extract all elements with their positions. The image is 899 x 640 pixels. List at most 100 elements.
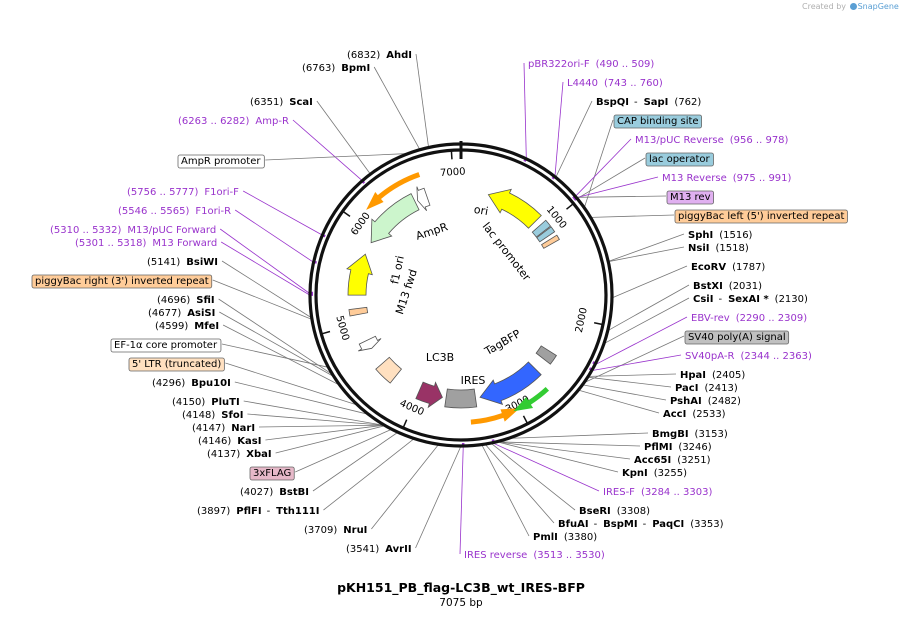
site-label: (5756 .. 5777)F1ori-F (127, 187, 239, 198)
feature-ampr-promoter (416, 186, 431, 211)
tick-label: 7000 (440, 166, 466, 179)
site-label: (6832)AhdI (347, 50, 412, 61)
leader-line (265, 153, 406, 161)
label-part: CsiI (693, 294, 713, 305)
site-label: M13 Reverse(975 .. 991) (662, 173, 792, 184)
site-label: PflMI(3246) (644, 442, 712, 453)
label-part: EcoRV (691, 262, 726, 273)
feature-cap-site (536, 226, 556, 243)
leader-line (588, 376, 672, 388)
label-part: (2031) (729, 281, 762, 292)
label-part: (6351) (250, 97, 283, 108)
label-part: (2130) (775, 294, 808, 305)
site-label: KpnI(3255) (622, 468, 687, 479)
feature-piggybac-right (348, 306, 369, 317)
site-label-text: EBV-rev(2290 .. 2309) (691, 313, 807, 324)
leader-line (555, 100, 593, 177)
site-label-text: PacI(2413) (675, 383, 738, 394)
label-part: (4677) (148, 308, 181, 319)
tick-label: 2000 (574, 307, 590, 334)
label-box (674, 209, 848, 224)
site-label-text: (4137)XbaI (207, 449, 272, 460)
leader-line (225, 362, 356, 405)
site-label-text: PshAI(2482) (670, 396, 741, 407)
site-label: BfuAI-BspMI-PaqCI(3353) (558, 519, 724, 530)
label-part: (743 .. 760) (604, 78, 663, 89)
site-label-text: CsiI-SexAI *(2130) (693, 294, 808, 305)
site-label: (5546 .. 5565)F1ori-R (118, 206, 231, 217)
site-label: (4599)MfeI (155, 321, 219, 332)
label-part: (3246) (678, 442, 711, 453)
site-label-text: L4440(743 .. 760) (567, 78, 663, 89)
label-part: - (643, 519, 647, 530)
site-label-text: M13 Reverse(975 .. 991) (662, 173, 792, 184)
site-label: NsiI(1518) (688, 243, 749, 254)
site-label-text: (3709)NruI (304, 525, 367, 536)
site-label: IRES reverse (3513 .. 3530) (464, 550, 605, 561)
leader-line (415, 53, 429, 147)
label-part: IRES reverse (464, 550, 527, 561)
site-label-text: EF-1α core promoter (114, 340, 218, 351)
label-part: (5756 .. 5777) (127, 187, 199, 198)
tick-label: 5000 (333, 314, 350, 341)
feature-sv40-poly-a (535, 345, 557, 365)
label-part: PflFI (236, 506, 261, 517)
site-label: EBV-rev(2290 .. 2309) (691, 313, 807, 324)
label-part: M13/pUC Forward (127, 225, 216, 236)
site-label: (4027)BstBI (240, 487, 309, 498)
label-part: M13 Reverse (662, 173, 727, 184)
site-label: M13/pUC Reverse(956 .. 978) (635, 135, 789, 146)
site-label-text: M13 rev (670, 192, 711, 203)
site-label: BseRI(3308) (579, 506, 650, 517)
site-label: SphI(1516) (688, 230, 753, 241)
site-label-text: (3541)AvrII (346, 544, 412, 555)
feature-piggybac-left (541, 234, 560, 249)
site-label: piggyBac left (5') inverted repeat (674, 209, 848, 224)
leader-line (499, 441, 641, 447)
leader-line (612, 265, 688, 298)
leader-line (577, 195, 667, 198)
label-part: (3380) (564, 532, 597, 543)
label-part: AsiSI (187, 308, 215, 319)
plasmid-name: pKH151_PB_flag-LC3B_wt_IRES-BFP (337, 580, 585, 596)
site-label: BspQI-SapI(762) (596, 97, 701, 108)
site-label-text: (5141)BsiWI (147, 257, 218, 268)
tick-label: 6000 (349, 211, 373, 238)
feature-ires (444, 388, 478, 409)
site-label-text: (6832)AhdI (347, 50, 412, 61)
label-part: (2290 .. 2309) (736, 313, 808, 324)
leader-line (605, 297, 690, 344)
site-label-text: (3897)PflFI-Tth111I (197, 506, 320, 517)
label-part: IRES-F (603, 487, 635, 498)
label-part: (4147) (192, 423, 225, 434)
label-part: KasI (237, 436, 261, 447)
site-label: PacI(2413) (675, 383, 738, 394)
snapgene-logo-icon (849, 3, 857, 10)
label-part: 5' LTR (truncated) (132, 359, 221, 370)
leader-line (259, 424, 383, 428)
site-label-text: (5756 .. 5777)F1ori-F (127, 187, 239, 198)
feature-tagbfp (479, 361, 542, 406)
label-part: BspMI (603, 519, 637, 530)
site-label: (4137)XbaI (207, 449, 272, 460)
site-label-text: EcoRV(1787) (691, 262, 765, 273)
site-label: (6763)BpmI (302, 63, 370, 74)
label-part: NruI (343, 525, 367, 536)
feature-lc3b (415, 381, 443, 409)
label-part: XbaI (246, 449, 271, 460)
leader-line (585, 335, 685, 383)
site-label: (4150)PluTI (172, 397, 240, 408)
site-label: (4146)KasI (198, 436, 261, 447)
feature-ef-1a-core (358, 335, 382, 352)
label-part: (3513 .. 3530) (533, 550, 605, 561)
label-part: Bpu10I (191, 378, 231, 389)
leader-line (493, 443, 600, 492)
label-part: (4027) (240, 487, 273, 498)
feature-ires-primer (470, 408, 520, 425)
site-label: SV40pA-R(2344 .. 2363) (685, 351, 812, 362)
site-label: L4440(743 .. 760) (567, 78, 663, 89)
label-part: AvrII (385, 544, 411, 555)
site-label: (4147)NarI (192, 423, 255, 434)
